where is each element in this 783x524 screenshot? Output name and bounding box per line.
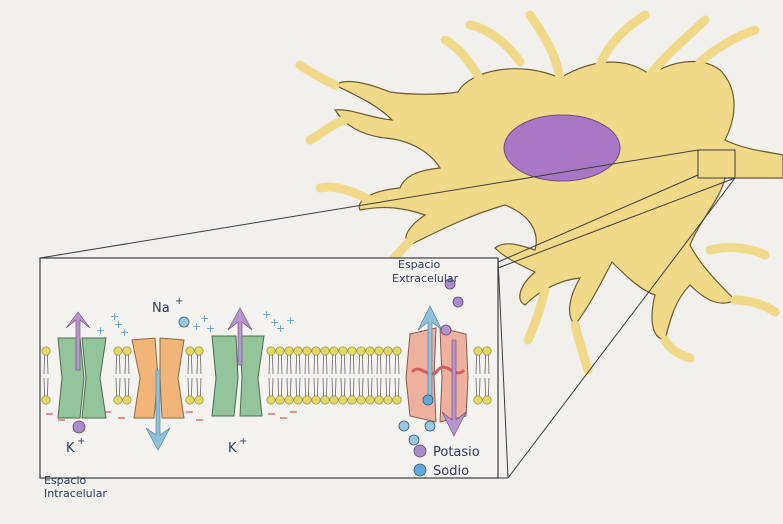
svg-text:+: + bbox=[110, 310, 119, 323]
extracellular-label-line2: Extracelular bbox=[392, 272, 459, 285]
intracellular-label-line2: Intracelular bbox=[44, 487, 107, 500]
intracellular-label-line1: Espacio bbox=[44, 474, 87, 487]
sodium-ion bbox=[425, 421, 435, 431]
svg-text:+: + bbox=[120, 326, 129, 339]
na-ion-charge: + bbox=[175, 296, 183, 307]
na-ion-label: Na bbox=[152, 301, 170, 316]
svg-text:+: + bbox=[96, 324, 105, 337]
legend-label-potasio: Potasio bbox=[433, 445, 480, 460]
sodium-ion bbox=[409, 435, 419, 445]
k-ion-charge-left: + bbox=[77, 436, 85, 447]
potassium-ion bbox=[453, 297, 463, 307]
potassium-ion bbox=[73, 421, 85, 433]
sodium-ion bbox=[399, 421, 409, 431]
k-ion-label-left: K bbox=[66, 441, 75, 456]
svg-text:+: + bbox=[206, 322, 215, 335]
svg-text:+: + bbox=[276, 322, 285, 335]
sodium-ion bbox=[179, 317, 189, 327]
legend-swatch-sodio bbox=[414, 464, 426, 476]
nucleus bbox=[504, 115, 620, 181]
legend-label-sodio: Sodio bbox=[433, 464, 469, 479]
extracellular-label-line1: Espacio bbox=[398, 258, 441, 271]
k-ion-charge-right: + bbox=[239, 436, 247, 447]
legend-swatch-potasio bbox=[414, 445, 426, 457]
svg-text:+: + bbox=[286, 314, 295, 327]
k-ion-label-right: K bbox=[228, 441, 237, 456]
